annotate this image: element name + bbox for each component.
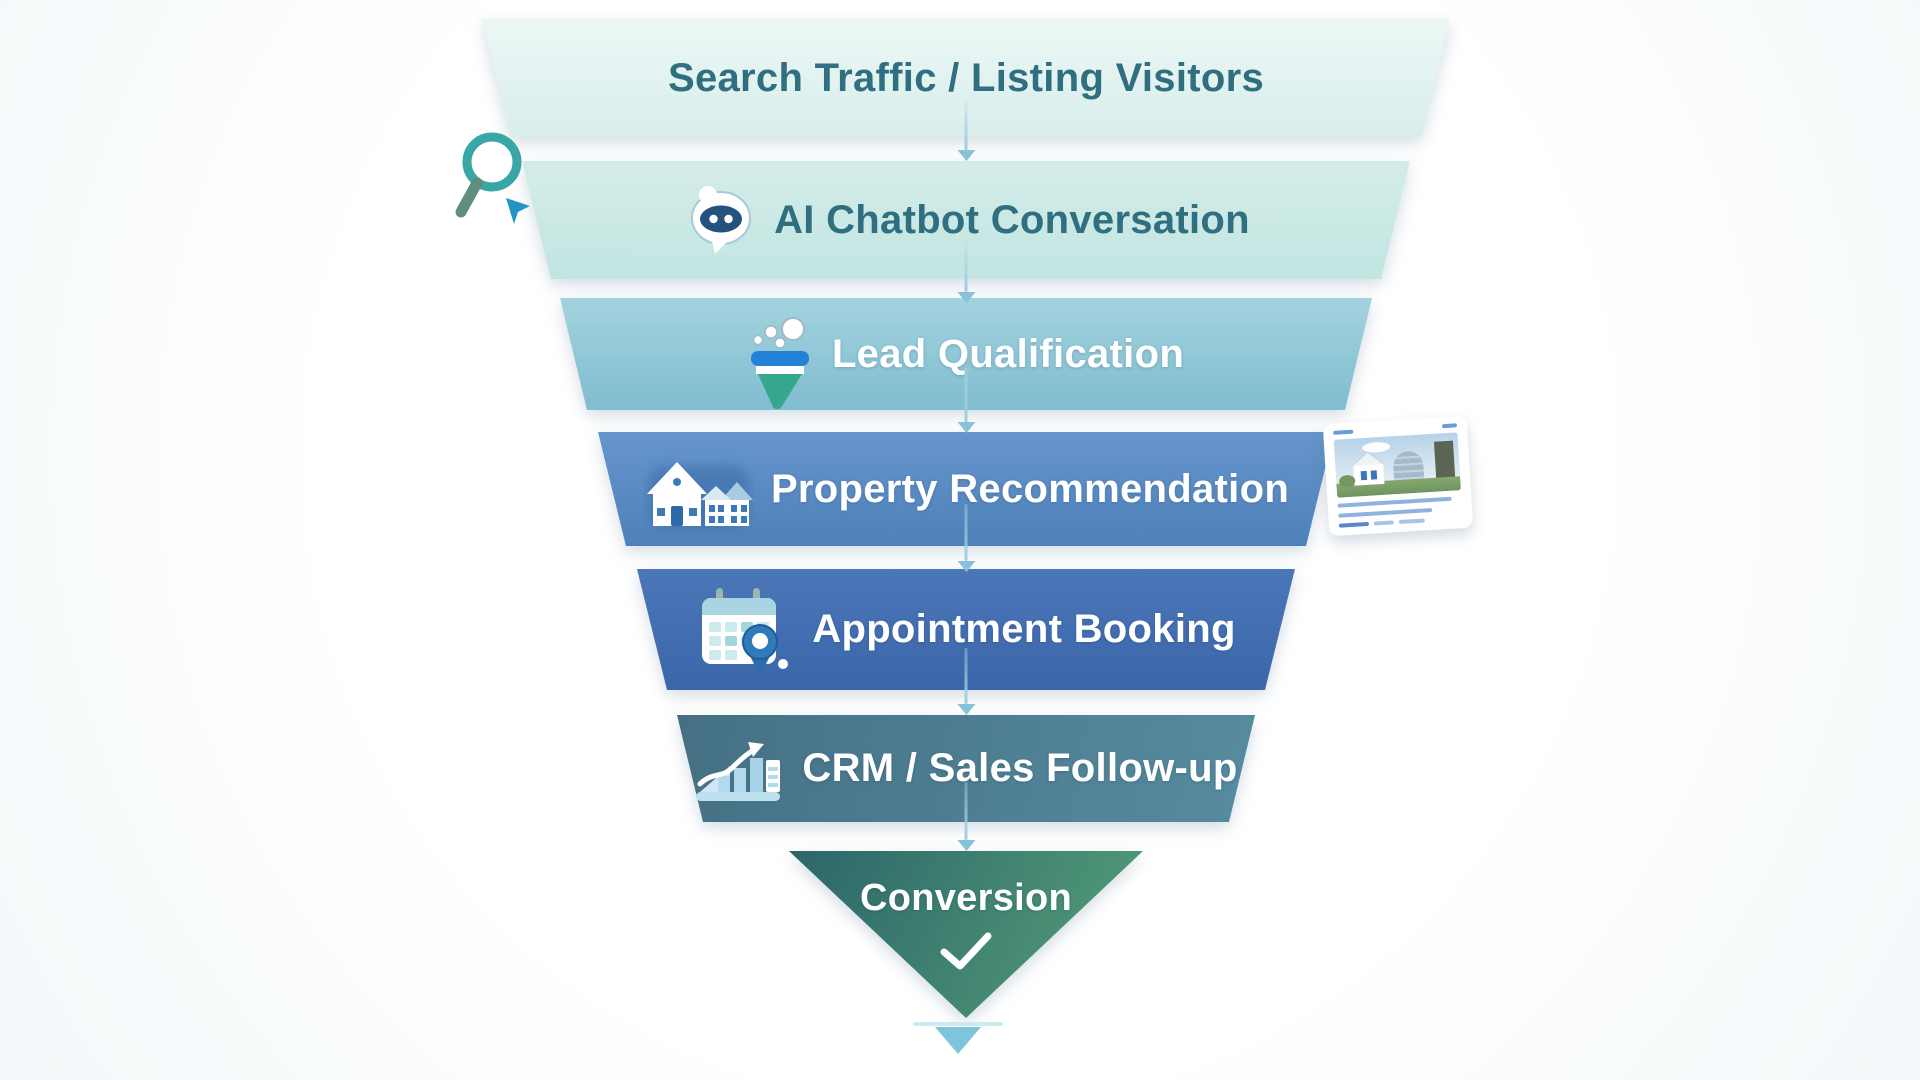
thumbnail-photo <box>1333 432 1461 498</box>
checkmark-icon <box>940 932 992 970</box>
flow-arrow-1 <box>957 100 975 161</box>
stage-label-ai-chatbot: AI Chatbot Conversation <box>774 197 1250 242</box>
bottom-arrow-icon <box>935 1027 981 1054</box>
funnel-stage-appointment-booking: Appointment Booking <box>637 569 1295 690</box>
stage-label-appointment-booking: Appointment Booking <box>812 607 1236 651</box>
house-shape <box>1352 451 1385 486</box>
thumbnail-menu-mark <box>1441 423 1458 429</box>
chatbot-icon <box>691 186 752 254</box>
magnifier-cursor-icon <box>455 132 530 224</box>
thumbnail-meta-row <box>1338 516 1463 528</box>
flow-arrow-3 <box>957 368 975 433</box>
houses-icon <box>646 462 753 528</box>
stage-shape <box>789 851 1143 1018</box>
funnel-icon <box>750 317 809 410</box>
property-listing-thumbnail <box>1322 415 1474 537</box>
flow-arrow-2 <box>957 240 975 303</box>
stage-label-search-traffic: Search Traffic / Listing Visitors <box>667 55 1264 100</box>
flow-arrow-6 <box>957 782 975 851</box>
stage-label-conversion: Conversion <box>859 877 1073 919</box>
funnel-stage-conversion: Conversion <box>789 851 1143 1018</box>
chart-growth-icon <box>696 741 781 801</box>
stage-label-lead-qualification: Lead Qualification <box>831 331 1185 376</box>
bottom-indicator-bar <box>913 1022 1003 1026</box>
flow-arrow-5 <box>957 648 975 715</box>
stage-label-crm-followup: CRM / Sales Follow-up <box>802 746 1238 790</box>
thumbnail-text-line <box>1337 496 1452 508</box>
tower-shape <box>1433 440 1456 482</box>
flow-arrow-4 <box>957 504 975 572</box>
thumbnail-logo-mark <box>1333 429 1354 435</box>
dome-building-shape <box>1392 450 1425 483</box>
thumbnail-text-line <box>1338 507 1433 518</box>
stage-label-property-recommendation: Property Recommendation <box>770 466 1290 511</box>
calendar-pin-icon <box>702 587 789 676</box>
